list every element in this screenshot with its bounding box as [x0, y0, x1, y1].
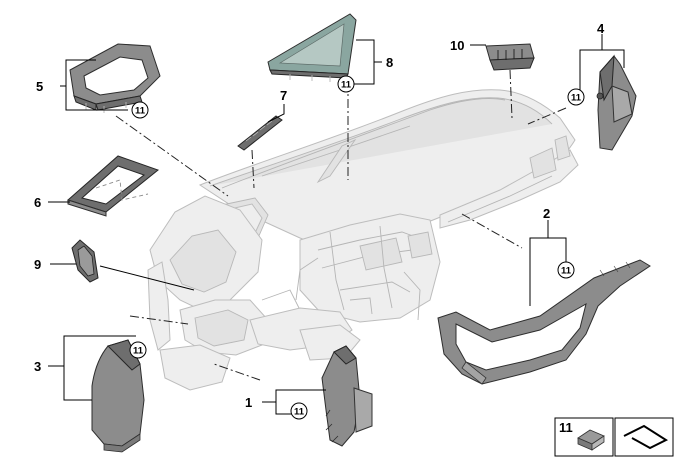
clip-ref-part-1: 11 [290, 402, 308, 420]
part-5-display-frame [69, 43, 161, 113]
callout-4: 4 [597, 21, 605, 36]
part-7-defrost-grille [237, 115, 283, 151]
legend: 11 [554, 417, 674, 457]
legend-box-clip: 11 [554, 417, 614, 457]
legend-number: 11 [559, 420, 573, 435]
clip-ref-part-8: 11 [337, 75, 355, 93]
callout-8: 8 [386, 55, 393, 70]
callout-numbers: 1 2 3 4 5 6 7 8 9 10 [34, 21, 605, 410]
callout-9: 9 [34, 257, 41, 272]
clip-references: 11 11 11 11 11 11 [129, 75, 585, 420]
clip-ref-part-5: 11 [131, 101, 149, 119]
part-6-screen-trim [67, 155, 160, 217]
svg-text:11: 11 [561, 266, 572, 277]
callout-7: 7 [280, 88, 287, 103]
assembly-dashed-lines [115, 69, 567, 381]
part-9-vent-bezel [71, 239, 99, 283]
part-3-left-end-cap [91, 339, 145, 453]
callout-1: 1 [245, 395, 252, 410]
callout-2: 2 [543, 206, 550, 221]
svg-text:11: 11 [133, 346, 144, 357]
part-1-centre-side-trim [321, 345, 373, 447]
clip-ref-part-3: 11 [129, 341, 147, 359]
callout-3: 3 [34, 359, 41, 374]
leader-lines [48, 34, 625, 415]
callout-5: 5 [36, 79, 43, 94]
part-4-right-end-trim [596, 54, 637, 151]
part-10-speaker-grille [485, 43, 535, 71]
part-2-lower-trim-strip [437, 259, 651, 385]
svg-text:11: 11 [294, 407, 305, 418]
clip-icon [577, 429, 605, 451]
clip-ref-part-4: 11 [567, 88, 585, 106]
dashboard-ghost [147, 89, 579, 391]
callout-6: 6 [34, 195, 41, 210]
legend-box-symbol [614, 417, 674, 457]
clip-ref-part-2: 11 [557, 261, 575, 279]
svg-text:11: 11 [341, 80, 352, 91]
part-8-corner-trim [267, 13, 357, 82]
bracket-symbol-icon [623, 424, 669, 450]
callout-10: 10 [450, 38, 464, 53]
svg-text:11: 11 [571, 93, 582, 104]
svg-text:11: 11 [135, 106, 146, 117]
